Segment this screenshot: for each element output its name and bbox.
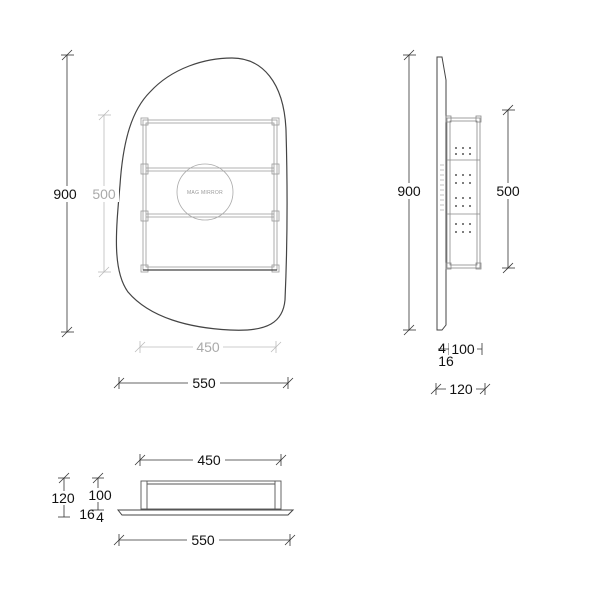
front-frame-width-label: 450	[196, 339, 220, 355]
top-view: 450 120 100 16 4	[49, 452, 296, 548]
side-hatch	[440, 164, 444, 211]
top-depth-frame-label: 100	[88, 487, 112, 503]
side-mirror-panel	[436, 56, 447, 331]
side-view: 900 500 4 100 16 120	[394, 49, 523, 397]
top-depth-total-label: 120	[51, 490, 75, 506]
front-width-label: 550	[192, 375, 216, 391]
front-frame-height-label: 500	[92, 186, 116, 202]
logo-circle	[176, 163, 234, 221]
top-frame-width-label: 450	[197, 452, 221, 468]
top-offset-label: 4	[96, 509, 104, 525]
top-thickness-label: 16	[79, 506, 95, 522]
side-frame-height-label: 500	[496, 183, 520, 199]
side-cabinet	[445, 115, 482, 270]
side-thickness-label: 16	[438, 353, 454, 369]
side-depth-total-label: 120	[449, 381, 473, 397]
side-cabinet-dots	[455, 147, 471, 233]
front-view: MAG MIRROR 900 500 4	[50, 49, 294, 391]
top-width-label: 550	[191, 532, 215, 548]
side-height-label: 900	[397, 183, 421, 199]
side-depth-frame-label: 100	[451, 341, 475, 357]
mirror-outline	[115, 57, 288, 331]
logo-text: MAG MIRROR	[187, 190, 223, 196]
dim-top-depth	[58, 472, 104, 518]
side-offset-label: 4	[438, 340, 446, 356]
top-mirror-panel	[116, 509, 295, 516]
front-height-label: 900	[53, 186, 77, 202]
top-cabinet	[140, 480, 282, 510]
